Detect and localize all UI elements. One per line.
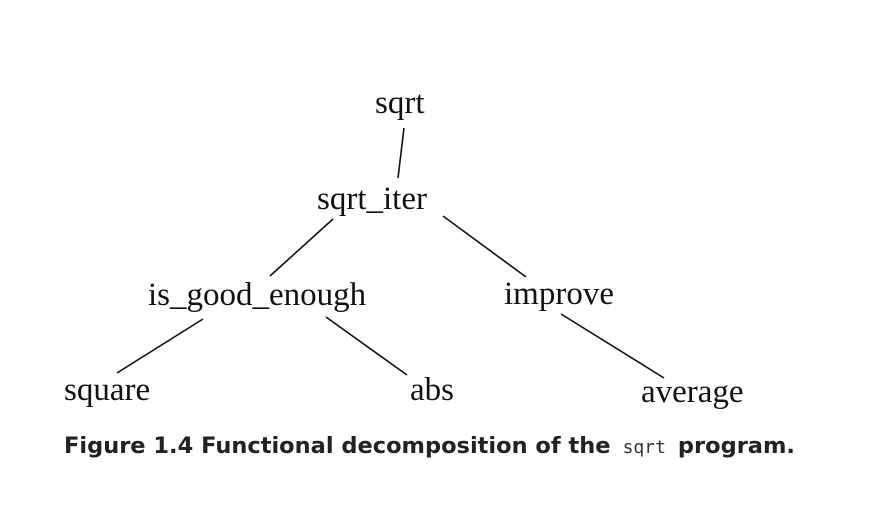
figure-caption: Figure 1.4 Functional decomposition of t… [64, 433, 795, 459]
node-is-good-enough: is_good_enough [148, 277, 367, 313]
node-improve: improve [504, 276, 614, 312]
node-sqrt-iter: sqrt_iter [317, 181, 427, 217]
edge-sqrt-iter-to-is-good-enough [269, 218, 334, 277]
node-sqrt: sqrt [375, 85, 425, 121]
edge-is-good-enough-to-abs [325, 316, 408, 376]
node-square: square [64, 372, 150, 408]
decomposition-tree: sqrt sqrt_iter is_good_enough improve sq… [64, 85, 744, 410]
edge-improve-to-average [560, 313, 665, 379]
edge-is-good-enough-to-square [116, 318, 204, 374]
edge-sqrt-to-sqrt-iter [397, 127, 405, 179]
caption-text: Figure 1.4 Functional decomposition of t… [64, 433, 611, 459]
node-abs: abs [410, 372, 454, 408]
caption-suffix: program. [677, 433, 795, 459]
caption-code: sqrt [622, 437, 666, 458]
edge-sqrt-iter-to-improve [442, 215, 527, 278]
node-average: average [641, 374, 744, 410]
